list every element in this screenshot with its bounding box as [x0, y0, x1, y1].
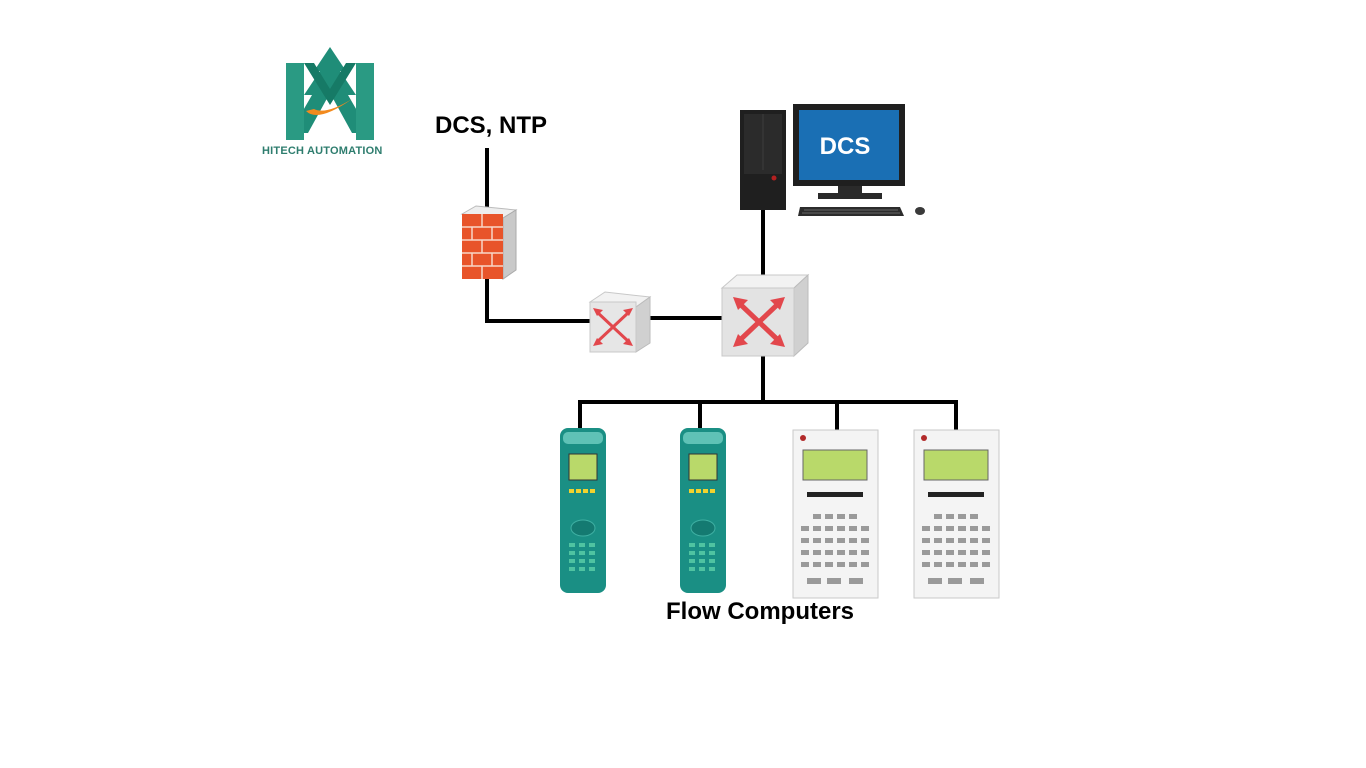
- flow-computer-3: [792, 429, 879, 599]
- monitor-label: DCS: [820, 133, 871, 160]
- flow-computer-1: [560, 428, 606, 593]
- monitor-icon: [793, 104, 905, 199]
- company-name: HITECH AUTOMATION: [262, 145, 383, 157]
- keyboard-icon: [798, 207, 904, 216]
- firewall-icon: [460, 205, 518, 280]
- hitech-logo-icon: [286, 47, 374, 140]
- switch-icon: [720, 273, 810, 358]
- pc-tower-icon: [740, 110, 786, 210]
- dcs-ntp-label: DCS, NTP: [435, 112, 548, 139]
- wire-firewall-router: [485, 276, 590, 323]
- flow-computer-4: [913, 429, 1000, 599]
- router-icon: [588, 291, 652, 353]
- flow-computer-2: [680, 428, 726, 593]
- connection-lines: [485, 148, 958, 430]
- flow-computers-label: Flow Computers: [666, 598, 855, 625]
- mouse-icon: [915, 207, 925, 215]
